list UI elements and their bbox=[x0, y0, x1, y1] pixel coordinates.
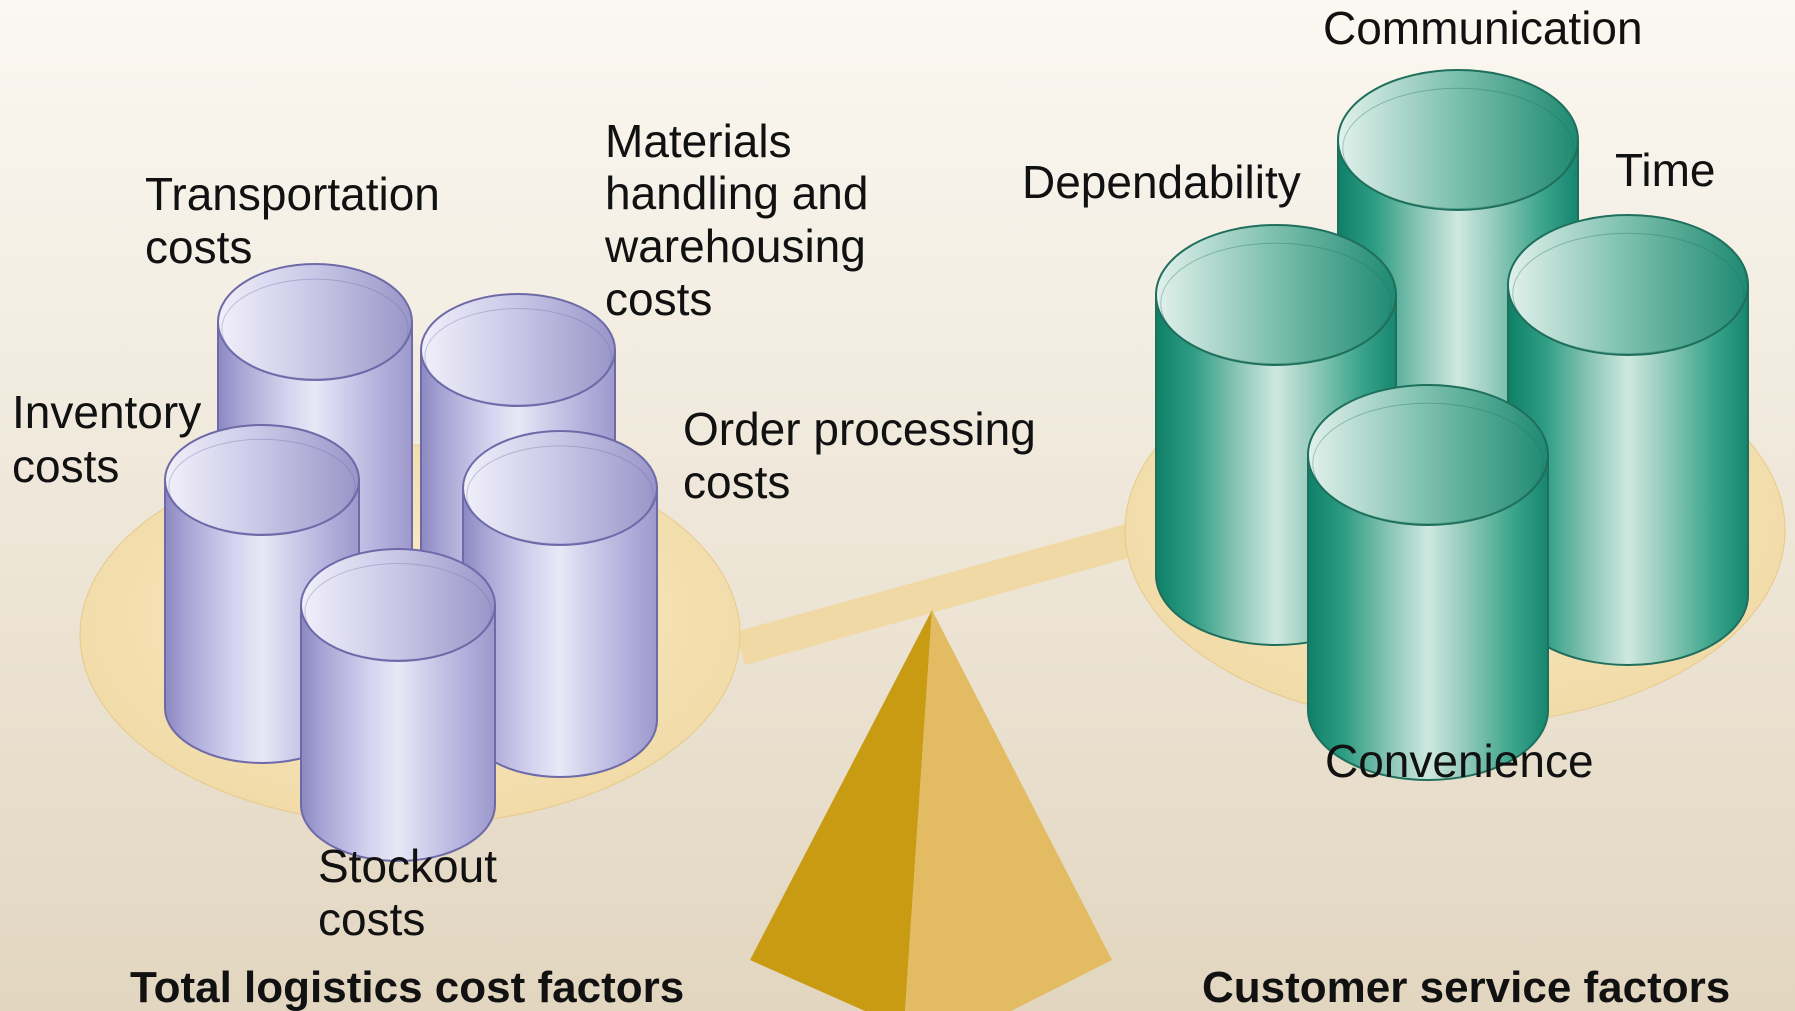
cylinder-rim bbox=[300, 548, 496, 662]
cylinder-rim bbox=[217, 263, 413, 381]
caption-customer-service-factors: Customer service factors bbox=[1202, 963, 1730, 1011]
label-materials-handling-costs: Materials handling and warehousing costs bbox=[604, 115, 881, 325]
cylinder-body bbox=[300, 604, 496, 862]
cylinder-stockout bbox=[300, 548, 496, 862]
cylinder-inner-ring bbox=[466, 445, 654, 545]
label-order-processing-costs: Order processing costs bbox=[683, 403, 1049, 508]
cylinder-inner-ring bbox=[221, 278, 409, 380]
balance-beam bbox=[735, 520, 1150, 665]
cylinder-time bbox=[1507, 214, 1749, 666]
cylinder-rim bbox=[462, 430, 658, 546]
cylinder-inner-ring bbox=[304, 563, 492, 661]
label-transportation-costs: Transportation costs bbox=[145, 168, 453, 273]
cylinder-rim bbox=[1155, 224, 1397, 366]
cylinder-rim bbox=[164, 424, 360, 536]
label-convenience: Convenience bbox=[1325, 735, 1594, 787]
cylinder-inner-ring bbox=[1342, 87, 1574, 210]
label-stockout-costs: Stockout costs bbox=[318, 840, 510, 945]
cylinder-body bbox=[1307, 454, 1549, 781]
fulcrum-right-face bbox=[905, 610, 1112, 1011]
cylinder-rim bbox=[420, 293, 616, 407]
cylinder-inner-ring bbox=[1312, 402, 1544, 525]
label-inventory-costs: Inventory costs bbox=[12, 386, 214, 492]
cylinder-inner-ring bbox=[1160, 242, 1392, 365]
fulcrum-left-face bbox=[750, 610, 932, 1011]
cylinder-rim bbox=[1307, 384, 1549, 526]
cylinder-convenience bbox=[1307, 384, 1549, 781]
label-dependability: Dependability bbox=[1022, 156, 1301, 208]
cylinder-rim bbox=[1507, 214, 1749, 356]
cylinder-order-processing bbox=[462, 430, 658, 778]
cylinder-inner-ring bbox=[168, 438, 356, 535]
caption-total-logistics-cost-factors: Total logistics cost factors bbox=[130, 963, 684, 1011]
cylinder-inner-ring bbox=[424, 308, 612, 406]
cylinder-rim bbox=[1337, 69, 1579, 211]
label-time: Time bbox=[1615, 144, 1716, 196]
label-communication: Communication bbox=[1323, 2, 1643, 54]
cylinder-inner-ring bbox=[1512, 232, 1744, 355]
